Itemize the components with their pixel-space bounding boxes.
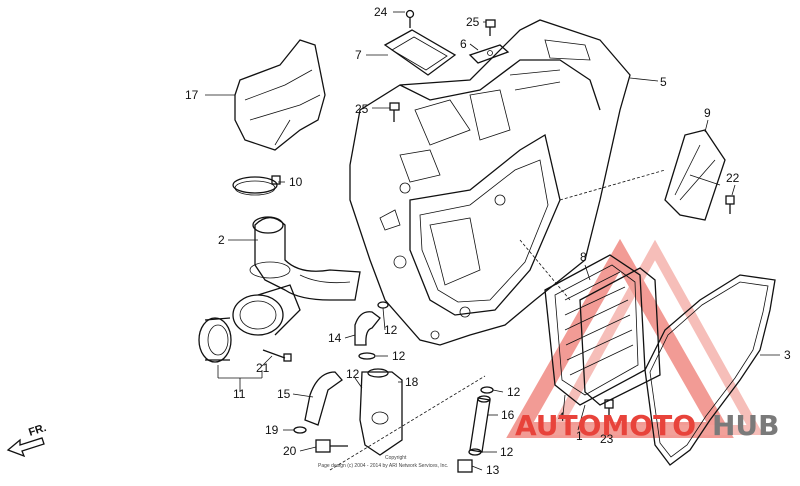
hose-clamp-10 [232, 175, 281, 196]
callout-17: 17 [185, 88, 199, 102]
callout-11: 11 [233, 387, 246, 401]
callout-4: 4 [558, 410, 565, 424]
drain-hose-14 [354, 311, 381, 346]
clip-19 [293, 426, 307, 434]
callout-20: 20 [283, 444, 297, 458]
callout-6: 6 [460, 37, 467, 51]
callout-19: 19 [265, 423, 279, 437]
plug-13 [457, 459, 473, 473]
watermark-text-red: AUTOMOTO [515, 409, 696, 442]
callout-16: 16 [501, 408, 515, 422]
copyright-notice: Copyright Page design (c) 2004 - 2014 by… [318, 455, 448, 469]
intake-duct-cover [234, 39, 326, 151]
callout-18: 18 [405, 375, 419, 389]
callout-1: 1 [576, 429, 583, 443]
callout-23: 23 [600, 432, 614, 446]
intake-boot-11 [198, 284, 301, 363]
clip-12-b [358, 352, 376, 360]
watermark-text: AUTOMOTO HUB [515, 409, 780, 442]
watermark-text-grey: HUB [712, 409, 780, 442]
air-cleaner-case [349, 19, 631, 346]
front-direction-arrow: FR. [6, 422, 48, 458]
callout-24: 24 [374, 5, 388, 19]
screw-24 [405, 9, 415, 28]
callout-7: 7 [355, 48, 362, 62]
callout-12-e: 12 [500, 445, 514, 459]
clip-12-c [480, 386, 494, 394]
callout-25-mid: 25 [355, 102, 369, 116]
side-cover-9 [664, 129, 726, 221]
callout-3: 3 [784, 348, 791, 362]
drain-hose-15 [304, 371, 343, 426]
bracket-6 [468, 44, 510, 64]
callout-25-top: 25 [466, 15, 480, 29]
callout-21: 21 [256, 361, 270, 375]
callout-13: 13 [486, 463, 500, 477]
bolt-25-mid [389, 102, 400, 122]
callout-10: 10 [289, 175, 303, 189]
callout-15: 15 [277, 387, 291, 401]
clip-12-a [377, 301, 389, 309]
copyright-line-2: Page design (c) 2004 - 2014 by ARI Netwo… [318, 463, 448, 469]
screw-22 [725, 195, 735, 214]
leader-lines [205, 11, 780, 471]
gasket-3 [644, 274, 776, 466]
callout-8: 8 [580, 250, 587, 264]
screw-21 [262, 349, 292, 362]
watermark-logo [506, 238, 764, 438]
callout-14: 14 [328, 331, 342, 345]
plug-20 [315, 439, 348, 453]
drain-chamber-18 [359, 368, 403, 456]
cover-plate [383, 29, 457, 76]
front-direction-label: FR. [27, 422, 48, 439]
callout-12-c: 12 [346, 367, 360, 381]
connecting-tube-2 [249, 216, 361, 301]
callout-22: 22 [726, 171, 740, 185]
callout-9: 9 [704, 106, 711, 120]
callout-12-a: 12 [384, 323, 398, 337]
callout-2: 2 [218, 233, 225, 247]
bolt-25-top [485, 19, 496, 36]
callout-12-b: 12 [392, 349, 406, 363]
tube-16 [469, 395, 491, 453]
screw-23 [604, 399, 614, 418]
copyright-line-1: Copyright [385, 455, 407, 461]
callout-5: 5 [660, 75, 667, 89]
callout-12-d: 12 [507, 385, 521, 399]
callout-labels: 24 25 6 7 5 17 25 9 10 22 2 8 14 12 12 2… [185, 5, 791, 477]
